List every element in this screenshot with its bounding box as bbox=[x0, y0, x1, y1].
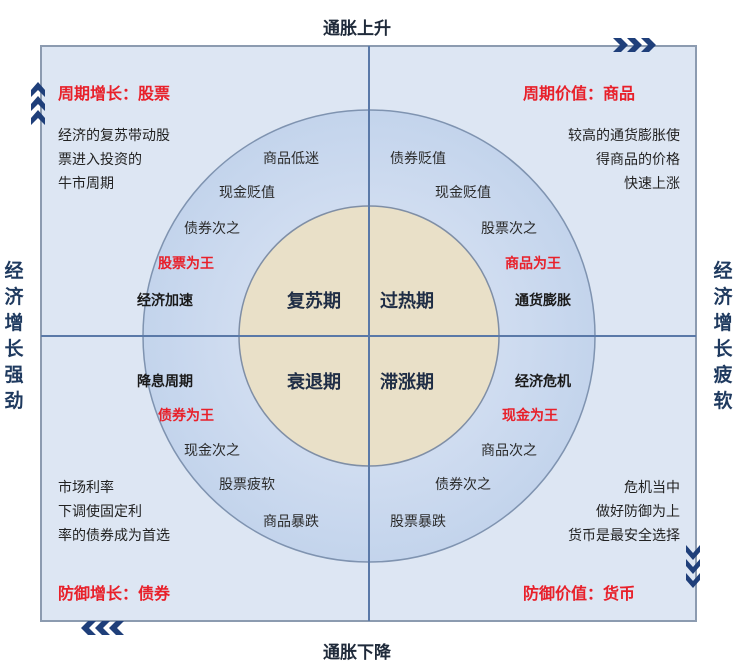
king-label: 债券为王 bbox=[158, 408, 214, 424]
axis-char: 增 bbox=[713, 312, 733, 334]
ring-item: 商品暴跌 bbox=[263, 514, 319, 530]
desc-line: 快速上涨 bbox=[624, 176, 680, 192]
desc-line: 危机当中 bbox=[624, 480, 680, 496]
desc-line: 下调使固定利 bbox=[58, 504, 142, 520]
title-defensive-value-currency: 防御价值：货币 bbox=[523, 584, 636, 603]
desc-line: 货币是最安全选择 bbox=[568, 528, 680, 544]
desc-line: 做好防御为上 bbox=[596, 504, 680, 520]
ring-item: 债券次之 bbox=[435, 477, 491, 493]
state-label: 经济危机 bbox=[515, 374, 571, 390]
desc-line: 得商品的价格 bbox=[596, 152, 680, 168]
ring-item: 现金贬值 bbox=[435, 185, 491, 201]
axis-char: 经 bbox=[4, 260, 24, 282]
axis-char: 软 bbox=[713, 390, 733, 412]
desc-line: 票进入投资的 bbox=[58, 152, 142, 168]
ring-item: 现金贬值 bbox=[219, 185, 275, 201]
desc-line: 经济的复苏带动股 bbox=[58, 128, 170, 144]
axis-label-inflation-up: 通胀上升 bbox=[323, 19, 391, 39]
axis-char: 疲 bbox=[713, 364, 733, 386]
axis-char: 长 bbox=[713, 338, 733, 360]
king-label: 股票为王 bbox=[158, 256, 214, 272]
state-label: 降息周期 bbox=[137, 374, 193, 390]
state-label: 经济加速 bbox=[137, 293, 193, 309]
chevrons-up-icon bbox=[31, 82, 45, 125]
desc-line: 市场利率 bbox=[58, 480, 114, 496]
chevrons-left-icon bbox=[81, 621, 124, 635]
phase-stagflation: 滞涨期 bbox=[380, 372, 434, 393]
desc-line: 牛市周期 bbox=[58, 176, 114, 192]
ring-item: 股票疲软 bbox=[219, 477, 275, 493]
title-cyclical-value-commodities: 周期价值：商品 bbox=[523, 84, 636, 103]
phase-overheat: 过热期 bbox=[380, 291, 434, 312]
desc-line: 较高的通货膨胀使 bbox=[568, 128, 680, 144]
axis-char: 增 bbox=[4, 312, 24, 334]
desc-bottom-right: 危机当中 做好防御为上 货币是最安全选择 bbox=[510, 476, 680, 548]
axis-char: 长 bbox=[4, 338, 24, 360]
axis-char: 济 bbox=[713, 286, 733, 308]
axis-char: 济 bbox=[4, 286, 24, 308]
ring-item: 现金次之 bbox=[184, 443, 240, 459]
ring-item: 股票次之 bbox=[481, 221, 537, 237]
axis-char: 经 bbox=[713, 260, 733, 282]
state-label: 通货膨胀 bbox=[515, 293, 571, 309]
axis-char: 劲 bbox=[4, 390, 24, 412]
phase-recovery: 复苏期 bbox=[287, 291, 341, 312]
phase-recession: 衰退期 bbox=[287, 372, 341, 393]
desc-top-left: 经济的复苏带动股 票进入投资的 牛市周期 bbox=[58, 124, 170, 196]
ring-item: 商品低迷 bbox=[263, 151, 319, 167]
chevrons-right-icon bbox=[613, 38, 656, 52]
desc-line: 率的债券成为首选 bbox=[58, 528, 170, 544]
axis-char: 强 bbox=[4, 364, 24, 386]
ring-item: 股票暴跌 bbox=[390, 514, 446, 530]
axis-label-growth-weak: 经 济 增 长 疲 软 bbox=[712, 258, 734, 414]
axis-label-growth-strong: 经 济 增 长 强 劲 bbox=[3, 258, 25, 414]
king-label: 商品为王 bbox=[505, 256, 561, 272]
axis-label-inflation-down: 通胀下降 bbox=[323, 643, 391, 663]
ring-item: 债券贬值 bbox=[390, 151, 446, 167]
chevrons-down-icon bbox=[686, 545, 700, 588]
desc-bottom-left: 市场利率 下调使固定利 率的债券成为首选 bbox=[58, 476, 170, 548]
ring-item: 债券次之 bbox=[184, 221, 240, 237]
ring-item: 商品次之 bbox=[481, 443, 537, 459]
king-label: 现金为王 bbox=[502, 408, 558, 424]
title-cyclical-growth-stocks: 周期增长：股票 bbox=[58, 84, 171, 103]
title-defensive-growth-bonds: 防御增长：债券 bbox=[58, 584, 171, 603]
desc-top-right: 较高的通货膨胀使 得商品的价格 快速上涨 bbox=[510, 124, 680, 196]
